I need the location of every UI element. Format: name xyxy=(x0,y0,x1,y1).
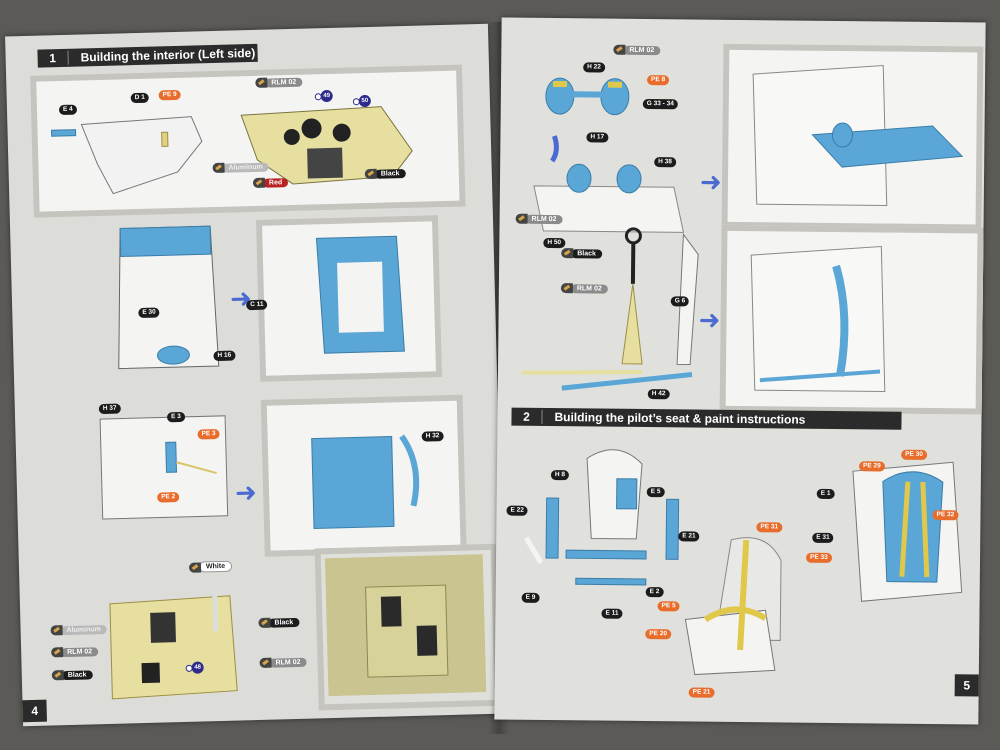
side-installed-illustration xyxy=(270,404,453,543)
photo-etch-label: PE 32 xyxy=(932,510,959,521)
photo-etch-label: PE 30 xyxy=(901,449,927,460)
paint-callout-red: Red xyxy=(252,177,289,188)
seat-belts-illustration xyxy=(684,537,782,676)
right-page: RLM 02 H 22 PE 8 G 33 - 34 H 17 H 38 RLM… xyxy=(494,17,986,725)
photo-etch-label: PE 5 xyxy=(657,601,680,612)
section-number: 2 xyxy=(523,409,530,424)
paint-callout-rlm02: RLM 02 xyxy=(51,646,99,658)
photo-etch-label: PE 33 xyxy=(805,552,832,563)
section-title: Building the pilot’s seat & paint instru… xyxy=(554,410,806,427)
photo-etch-label: PE 2 xyxy=(157,492,180,503)
frame-part-illustration xyxy=(118,225,220,370)
painted-side-panel-illustration xyxy=(109,591,238,700)
photo-etch-label: PE 21 xyxy=(688,687,715,698)
step-panel-instrument-panel: E 4 D 1 PE 9 RLM 02 Aluminum Red Black 4… xyxy=(30,64,466,218)
part-label: G 33 - 34 xyxy=(642,98,678,110)
step-panel-side-installed: H 32 xyxy=(260,394,467,557)
stick-installed-illustration xyxy=(729,234,970,401)
page-number: 4 xyxy=(22,699,48,723)
part-label: E 11 xyxy=(601,608,623,619)
seat-exploded-illustration xyxy=(524,449,680,586)
paint-callout-white: White xyxy=(188,560,233,573)
step-panel-pedals-installed xyxy=(721,43,984,231)
part-label: H 37 xyxy=(98,403,121,415)
part-label: H 42 xyxy=(647,389,670,400)
part-label: H 16 xyxy=(213,350,236,362)
part-label: D 1 xyxy=(130,92,149,104)
step-panel-stick-installed xyxy=(719,224,984,415)
frame-installed-illustration xyxy=(266,225,428,368)
part-label: E 30 xyxy=(138,307,160,319)
part-label: H 38 xyxy=(654,157,676,168)
part-label: C 11 xyxy=(246,299,268,311)
seat-photo-etch: PE 31 PE 5 PE 20 PE 21 xyxy=(645,499,817,701)
part-label: E 4 xyxy=(58,104,77,116)
seat-final: PE 29 PE 30 E 1 PE 32 E 31 PE 33 xyxy=(805,441,973,613)
part-label: H 32 xyxy=(421,431,444,442)
assembly-arrow: ➜ xyxy=(234,477,258,508)
part-label: E 22 xyxy=(506,505,528,516)
part-label: E 9 xyxy=(521,592,540,603)
seat-final-illustration xyxy=(852,461,963,602)
control-stick-illustration xyxy=(521,227,699,391)
paint-callout-black: Black xyxy=(51,669,93,681)
rudder-pedals-illustration xyxy=(533,77,685,233)
paint-callout-black: Black xyxy=(258,617,300,629)
section-number: 1 xyxy=(49,51,57,66)
paint-callout-aluminum: Aluminum xyxy=(212,162,269,174)
paint-callout-black: Black xyxy=(364,168,406,180)
step-6-pedals: RLM 02 H 22 PE 8 G 33 - 34 H 17 H 38 RLM… xyxy=(513,36,715,258)
paint-callout-aluminum: Aluminum xyxy=(50,624,107,636)
part-label: E 3 xyxy=(166,411,185,423)
step-panel-painted-interior xyxy=(314,543,501,711)
seat-parts-exploded: H 8 E 5 E 22 E 21 E 9 E 2 E 11 xyxy=(505,438,707,620)
step-panel-frame-installed: C 11 xyxy=(246,215,443,382)
paint-callout-black: Black xyxy=(561,248,602,259)
photo-etch-label: PE 20 xyxy=(645,629,672,640)
part-label: H 17 xyxy=(586,132,609,143)
part-label: H 22 xyxy=(583,62,605,73)
photo-etch-label: PE 8 xyxy=(646,75,670,86)
step-7-stick: Black RLM 02 G 6 H 42 xyxy=(512,223,714,415)
left-page: 1 Building the interior (Left side) E 4 … xyxy=(5,23,506,727)
section-header-2: 2 Building the pilot’s seat & paint inst… xyxy=(511,407,902,430)
step-2-parts: E 30 H 16 xyxy=(100,216,236,389)
pedals-installed-illustration xyxy=(731,53,970,217)
photo-etch-label: PE 29 xyxy=(858,461,885,472)
paint-callout-rlm02: RLM 02 xyxy=(613,44,661,55)
paint-callout-rlm02: RLM 02 xyxy=(560,283,608,294)
photo-etch-label: PE 9 xyxy=(158,89,181,101)
instrument-panel-illustration xyxy=(51,106,413,195)
part-label: H 8 xyxy=(550,470,570,481)
part-label: G 6 xyxy=(670,296,690,307)
assembly-arrow: ➜ xyxy=(698,304,721,335)
side-panel-illustration xyxy=(99,415,229,520)
photo-etch-label: PE 3 xyxy=(197,428,220,440)
step-3-parts: H 37 E 3 PE 3 PE 2 xyxy=(85,400,248,534)
painted-interior-illustration xyxy=(324,554,487,697)
part-label: E 1 xyxy=(816,488,835,499)
assembly-arrow: ➜ xyxy=(699,166,722,197)
step-4-painted: White Aluminum RLM 02 Black 48 xyxy=(49,560,273,716)
part-label: E 5 xyxy=(646,487,665,498)
section-title: Building the interior (Left side) xyxy=(80,45,256,65)
section-header-1: 1 Building the interior (Left side) xyxy=(37,43,258,68)
paint-callout-rlm02: RLM 02 xyxy=(255,77,303,88)
photo-etch-label: PE 31 xyxy=(756,522,783,533)
part-label: E 31 xyxy=(812,532,834,543)
page-number: 5 xyxy=(954,674,979,697)
paint-callout-rlm02: RLM 02 xyxy=(259,657,307,668)
